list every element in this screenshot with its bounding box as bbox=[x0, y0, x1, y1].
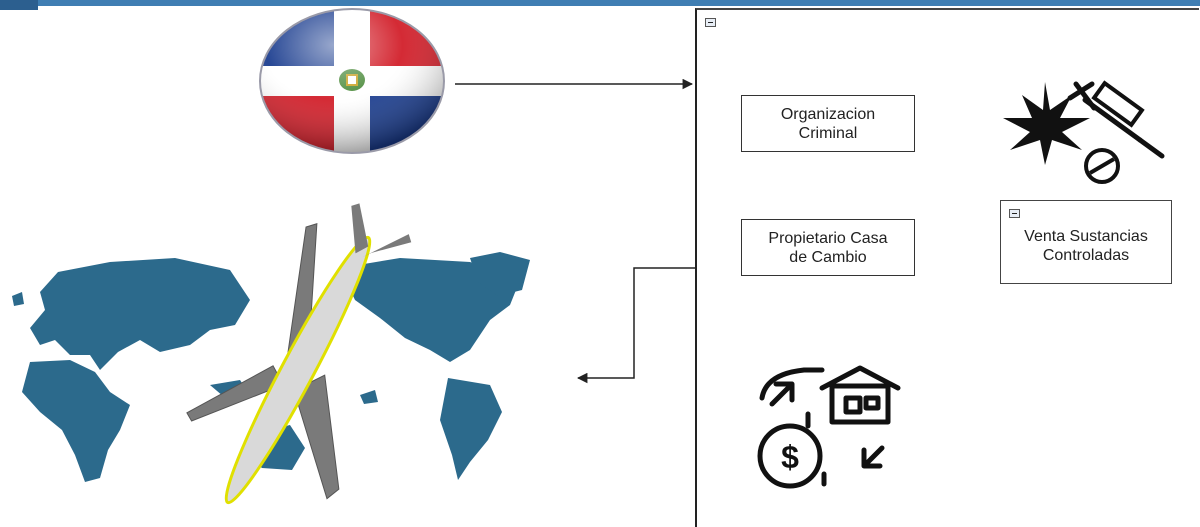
node-venta-label: Venta Sustancias Controladas bbox=[1024, 228, 1148, 264]
top-accent-bar bbox=[0, 0, 1200, 6]
venta-collapse-icon[interactable] bbox=[1009, 209, 1020, 218]
top-accent-tab bbox=[0, 0, 38, 10]
node-propietario-casa-cambio[interactable]: Propietario Casa de Cambio bbox=[741, 219, 915, 276]
node-organizacion-criminal[interactable]: Organizacion Criminal bbox=[741, 95, 915, 152]
node-organizacion-label: Organizacion Criminal bbox=[780, 105, 876, 142]
node-propietario-label: Propietario Casa de Cambio bbox=[768, 229, 888, 266]
arrow-panel-to-world bbox=[576, 267, 695, 384]
panel-collapse-icon[interactable] bbox=[705, 18, 716, 27]
node-venta-sustancias[interactable]: Venta Sustancias Controladas bbox=[1000, 200, 1172, 284]
